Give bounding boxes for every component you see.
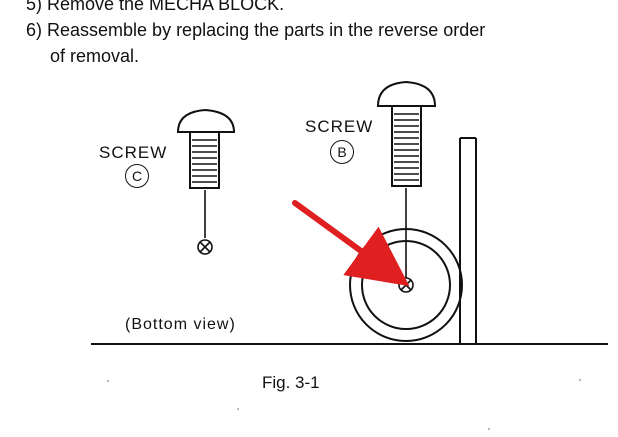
screw-b-letter: B bbox=[330, 140, 354, 164]
instruction-step-5: 5) Remove the MECHA BLOCK. bbox=[26, 0, 285, 14]
chassis-frame bbox=[91, 137, 608, 345]
screw-c-hole-icon bbox=[197, 239, 213, 255]
screw-b-icon bbox=[376, 80, 437, 187]
instruction-step-6-continued: of removal. bbox=[50, 46, 140, 66]
screw-c-icon bbox=[176, 108, 236, 189]
view-label: (Bottom view) bbox=[125, 316, 236, 333]
screw-c-label: SCREW bbox=[99, 143, 168, 162]
instruction-step-6: 6) Reassemble by replacing the parts in … bbox=[26, 20, 486, 40]
figure-caption: Fig. 3-1 bbox=[262, 373, 320, 392]
scan-specks bbox=[107, 379, 581, 430]
screw-c-letter: C bbox=[125, 164, 149, 188]
red-pointer-arrow-icon bbox=[292, 200, 410, 287]
screw-b-label: SCREW bbox=[305, 117, 374, 136]
screw-b-hole-icon bbox=[398, 277, 414, 293]
